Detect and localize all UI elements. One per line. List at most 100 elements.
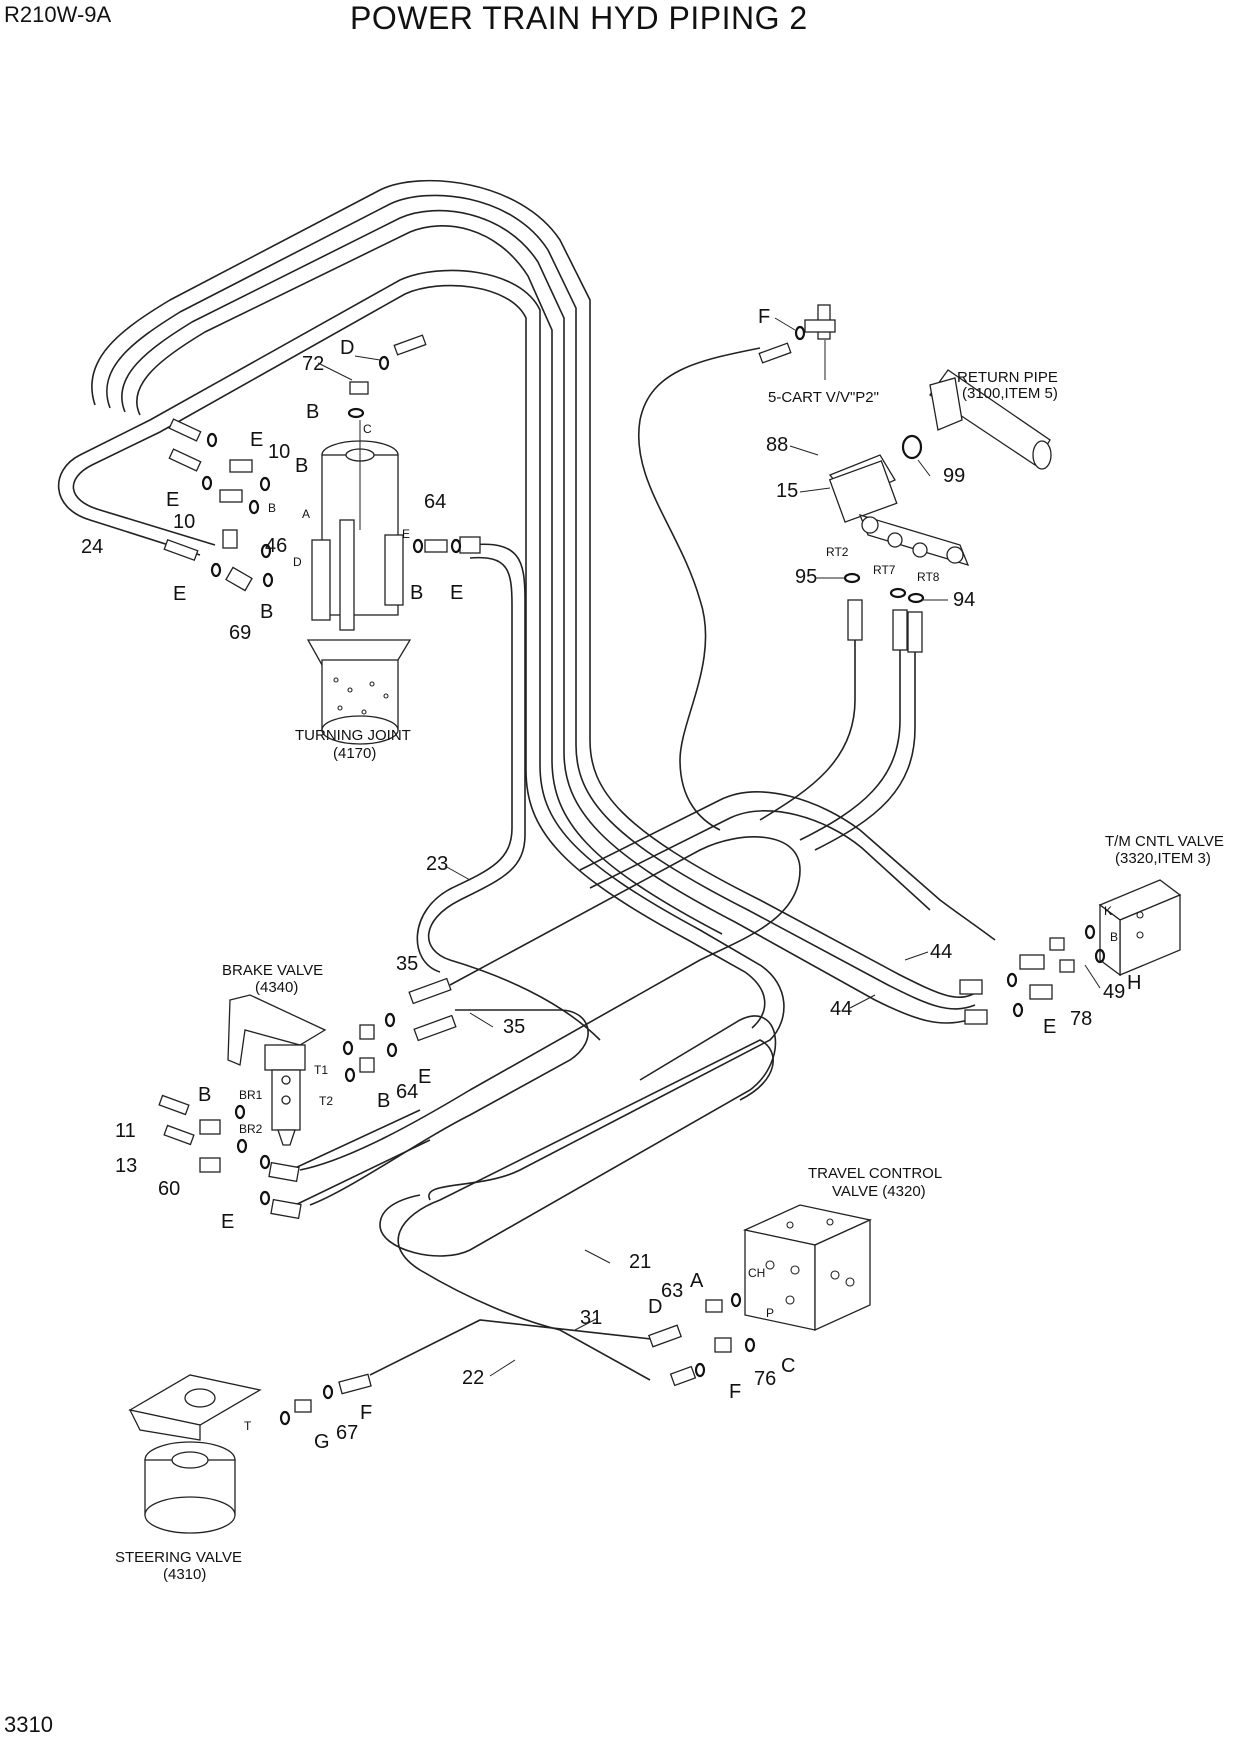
port-label: RT2 [826,545,849,559]
callout: 64 [396,1081,418,1103]
callout: 15 [776,480,798,502]
port-label: BR2 [239,1122,263,1136]
callout: E [418,1066,431,1088]
callout: F [758,306,770,328]
callout: E [250,429,263,451]
callout: E [1043,1016,1056,1038]
turning-joint: TURNING JOINT (4170) [295,420,412,762]
callout: 94 [953,589,975,611]
steering-valve-ref: (4310) [163,1566,206,1583]
port-label: P [766,1306,774,1320]
callout: E [173,583,186,605]
callout: 35 [396,953,418,975]
callout: 88 [766,434,788,456]
tm-cntl-valve: T/M CNTL VALVE (3320,ITEM 3) [1098,833,1224,977]
callout: E [221,1211,234,1233]
callout: 67 [336,1422,358,1444]
pipe-cart-hose [637,347,761,831]
callout: 95 [795,566,817,588]
page-number: 3310 [4,1712,53,1737]
callout: C [781,1355,795,1377]
pipe-bundle-top-2 [106,194,976,1010]
pipe-lines [57,179,996,1381]
callout: 99 [943,465,965,487]
port-label: T2 [319,1094,333,1108]
tm-cntl-valve-label: T/M CNTL VALVE [1105,833,1224,850]
callout: B [295,455,308,477]
pipe-rt7 [799,640,901,841]
callout: 22 [462,1367,484,1389]
cart-valve-tee: 5-CART V/V"P2" [768,304,879,406]
callout: 44 [830,998,852,1020]
pipe-rt2 [759,620,856,821]
callout: 11 [115,1120,136,1142]
port-label: E [402,527,410,541]
pipe-bundle-top-3 [121,209,969,1024]
return-pipe-ref: (3100,ITEM 5) [962,385,1058,402]
callout: H [1127,972,1141,994]
callout: F [729,1381,741,1403]
port-labels: C A B D E RT2 RT7 RT8 T1 T2 BR1 BR2 K B … [239,422,1118,1433]
callout: D [340,337,354,359]
page-title: POWER TRAIN HYD PIPING 2 [350,0,808,36]
cart-valve-label: 5-CART V/V"P2" [768,389,879,406]
brake-valve: BRAKE VALVE (4340) [222,962,327,1146]
callout: E [166,489,179,511]
port-label: BR1 [239,1088,263,1102]
tm-cntl-valve-ref: (3320,ITEM 3) [1115,850,1211,867]
pipe-bundle-top-1 [91,179,981,998]
pipe-21 [379,1015,777,1257]
callout: 10 [173,511,195,533]
callout: 60 [158,1178,180,1200]
pipe-44-b [589,810,931,911]
pipe-35-a [299,836,801,1171]
port-label: CH [748,1266,765,1280]
callout: B [306,401,319,423]
pipe-24-inner [72,284,766,1029]
port-label: T [244,1419,252,1433]
pipe-brake-e1 [279,1109,421,1176]
pipe-31 [369,1319,661,1376]
callout: 76 [754,1368,776,1390]
callout: A [690,1270,704,1292]
port-label: C [363,422,372,436]
pipe-rt8 [814,640,916,851]
callout: 21 [629,1251,651,1273]
brake-valve-ref: (4340) [255,979,298,996]
pipe-brake-e2 [284,1139,431,1211]
pipe-bundle-top-4 [136,225,723,935]
callout: 78 [1070,1008,1092,1030]
fittings [158,334,1075,1413]
pipe-23 [427,543,601,1041]
return-pipe-label: RETURN PIPE [957,369,1058,386]
turning-joint-ref: (4170) [333,745,376,762]
port-label: RT8 [917,570,940,584]
callout: 46 [265,535,287,557]
travel-control-valve-label: TRAVEL CONTROL [808,1165,942,1182]
return-pipe: RETURN PIPE (3100,ITEM 5) [901,369,1058,470]
port-label: T1 [314,1063,328,1077]
port-label: RT7 [873,563,896,577]
callout: E [450,582,463,604]
port-label: B [268,501,276,515]
pipe-24 [57,269,785,1201]
o-rings [201,325,1106,1426]
steering-valve: STEERING VALVE (4310) [115,1374,262,1583]
callouts: F 72 D B E 10 B E 10 46 24 E 69 B 64 B E… [81,306,1141,1453]
callout: 23 [426,853,448,875]
callout: 10 [268,441,290,463]
callout: 64 [424,491,446,513]
model-number: R210W-9A [4,2,112,27]
travel-control-valve-ref: VALVE (4320) [832,1183,926,1200]
pipe-44-a [579,791,996,941]
leader-lines [317,317,1101,1377]
pipe-35-b [309,1009,589,1206]
callout: B [377,1090,390,1112]
callout: 31 [580,1307,602,1329]
callout: 63 [661,1280,683,1302]
callout: 72 [302,353,324,375]
callout: B [260,601,273,623]
steering-valve-label: STEERING VALVE [115,1549,242,1566]
callout: 35 [503,1016,525,1038]
